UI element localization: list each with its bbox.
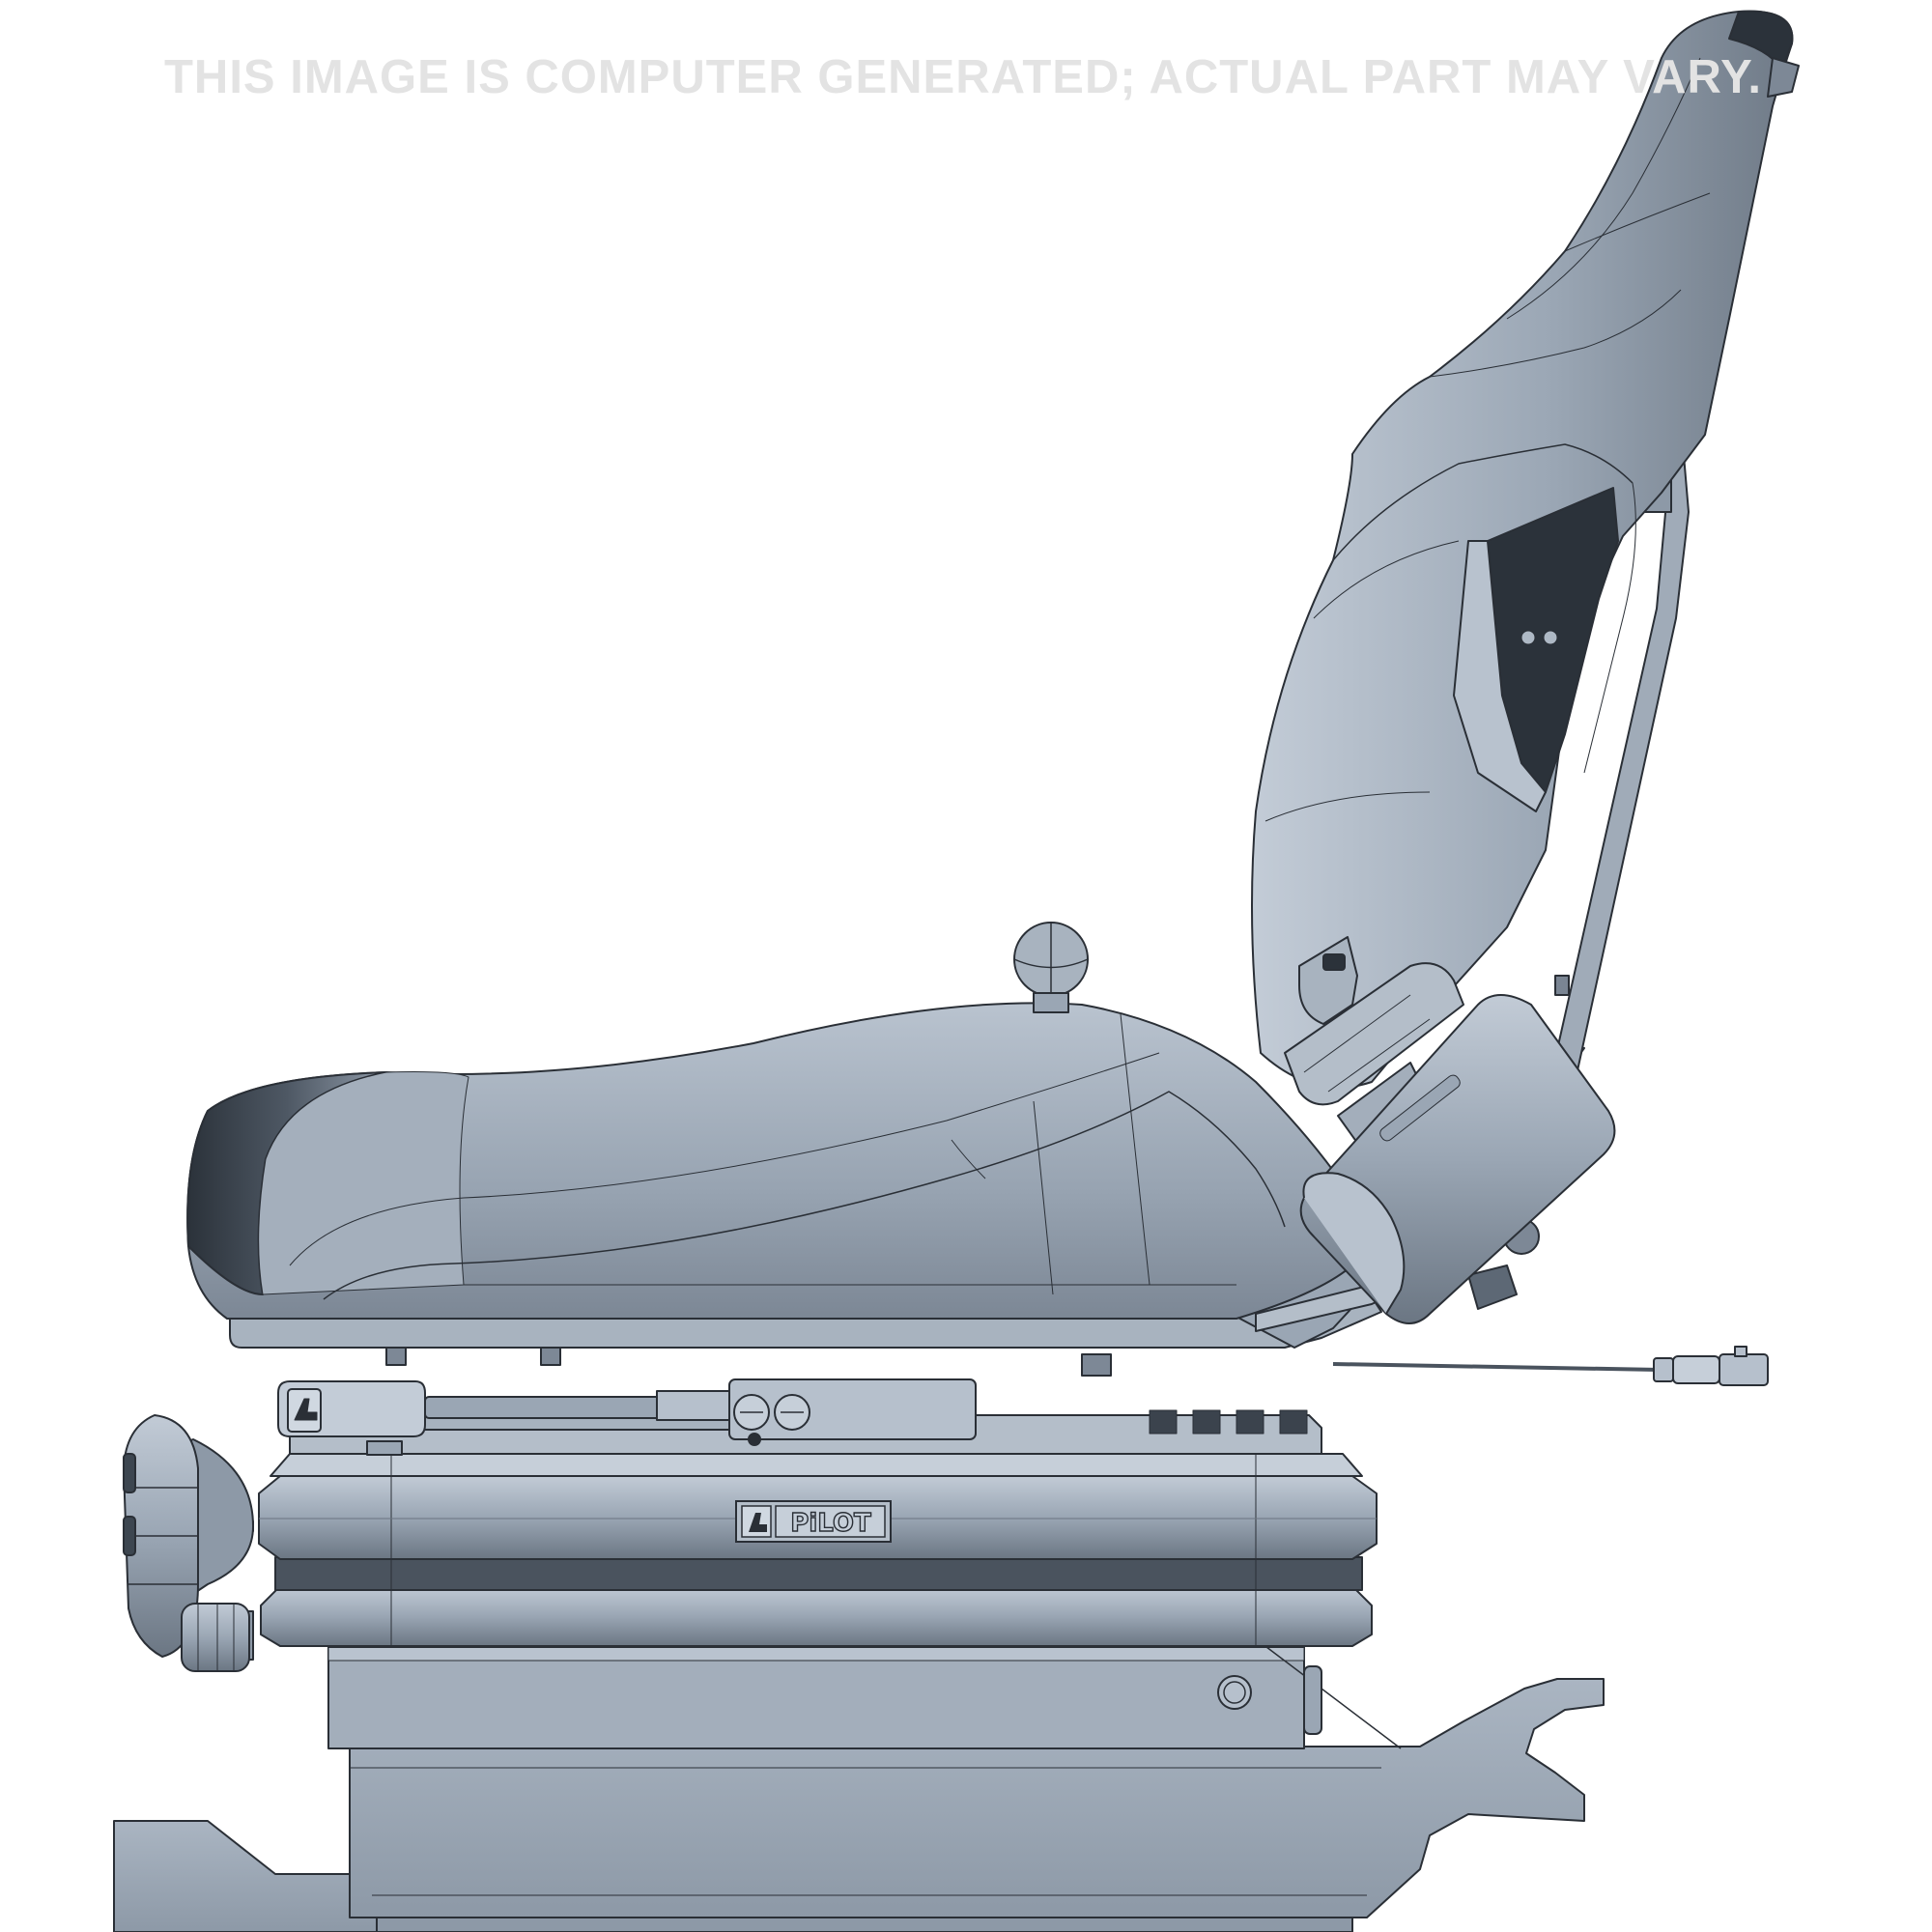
weight-adjust-knob[interactable]: [123, 1414, 254, 1658]
disclaimer-watermark: THIS IMAGE IS COMPUTER GENERATED; ACTUAL…: [164, 51, 1762, 103]
brand-name-label: PiLOT: [790, 1509, 871, 1538]
fore-aft-lever[interactable]: [277, 1380, 426, 1437]
base-rail: [113, 1678, 1605, 1932]
brand-plate: PiLOT: [735, 1500, 892, 1543]
backrest: [1251, 10, 1800, 1089]
slide-mechanism: [289, 1378, 1322, 1456]
height-adjust-knob[interactable]: [181, 1603, 254, 1672]
seatbelt-assembly: [1284, 936, 1616, 1324]
seat-switch-cable: [1332, 1346, 1769, 1386]
seat-cushion: [186, 1002, 1363, 1320]
armrest-ball-knob[interactable]: [1013, 922, 1089, 1013]
suspension-bellows: [258, 1453, 1378, 1647]
